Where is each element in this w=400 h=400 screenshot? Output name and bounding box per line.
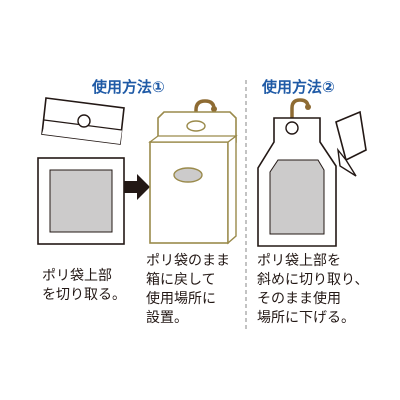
- diagonal-cut-pieces: [335, 110, 367, 177]
- hook-icon: [194, 99, 216, 132]
- hang-hole-icon: [285, 121, 299, 135]
- section2-caption: ポリ袋上部を 斜めに切り取り、 そのまま使用 場所に下げる。: [257, 253, 369, 326]
- gold-box: [148, 99, 238, 245]
- opened-poly-bag: [37, 157, 125, 245]
- cut-off-strip: [41, 97, 125, 145]
- step2-caption: ポリ袋のまま 箱に戻して 使用場所に 設置。: [146, 253, 230, 326]
- hang-hole-icon: [77, 114, 91, 128]
- arrow-right-icon: [124, 174, 150, 200]
- hook-icon: [290, 98, 310, 130]
- step1-caption: ポリ袋上部 を切り取る。: [42, 268, 126, 303]
- hanging-poly-bag: [257, 98, 337, 247]
- section1-title: 使用方法①: [92, 78, 165, 96]
- box-window: [173, 167, 203, 183]
- section2-title: 使用方法②: [262, 78, 335, 96]
